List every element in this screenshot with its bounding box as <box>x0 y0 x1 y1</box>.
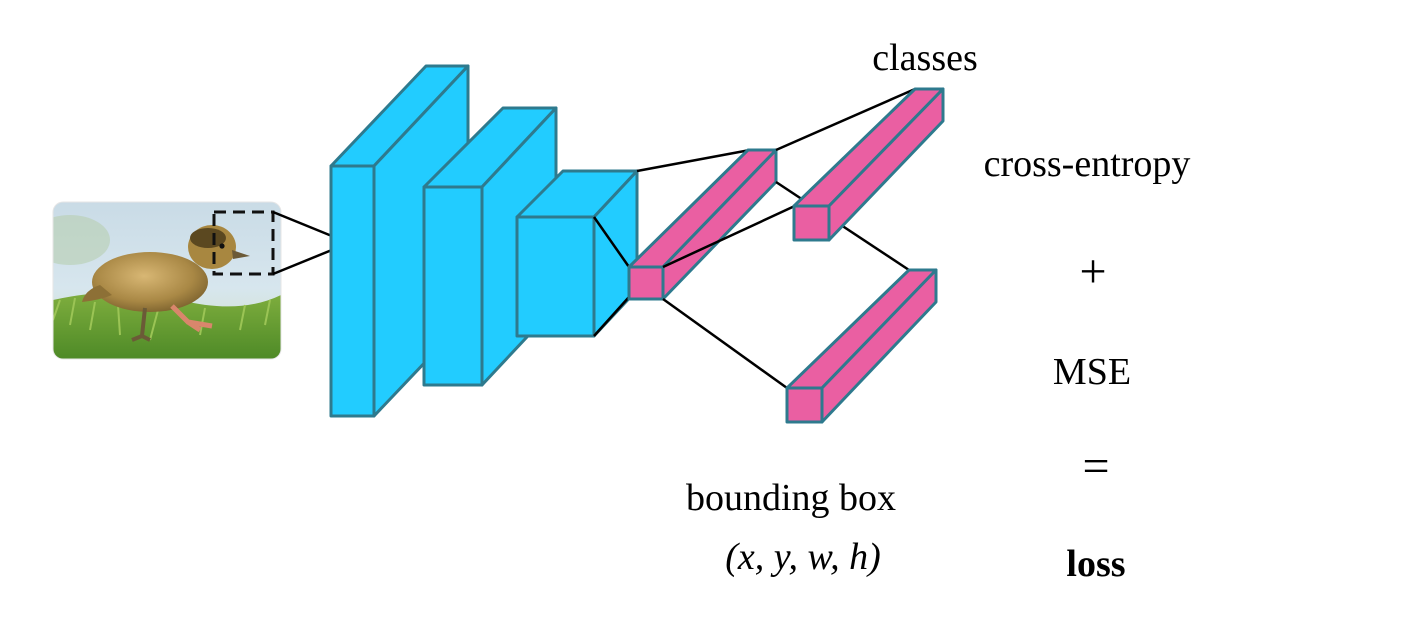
input-image-frame <box>52 201 282 360</box>
bounding-box-label: bounding box <box>686 477 896 519</box>
dashed-region-box <box>212 210 275 276</box>
classes-label: classes <box>872 37 978 79</box>
conv-to-fc-connectors <box>592 148 751 337</box>
cross-entropy-label: cross-entropy <box>984 143 1191 185</box>
bbox-coords-label: (x, y, w, h) <box>725 536 880 578</box>
mse-label: MSE <box>1053 351 1131 393</box>
fc-layer-classes <box>792 87 945 242</box>
plus-sign: + <box>1079 245 1106 298</box>
conv-layer-3 <box>515 169 639 338</box>
equals-sign: = <box>1082 440 1109 493</box>
loss-label: loss <box>1066 543 1125 585</box>
fc-layer-bbox <box>785 268 938 424</box>
duckling-photo-icon <box>53 202 281 359</box>
